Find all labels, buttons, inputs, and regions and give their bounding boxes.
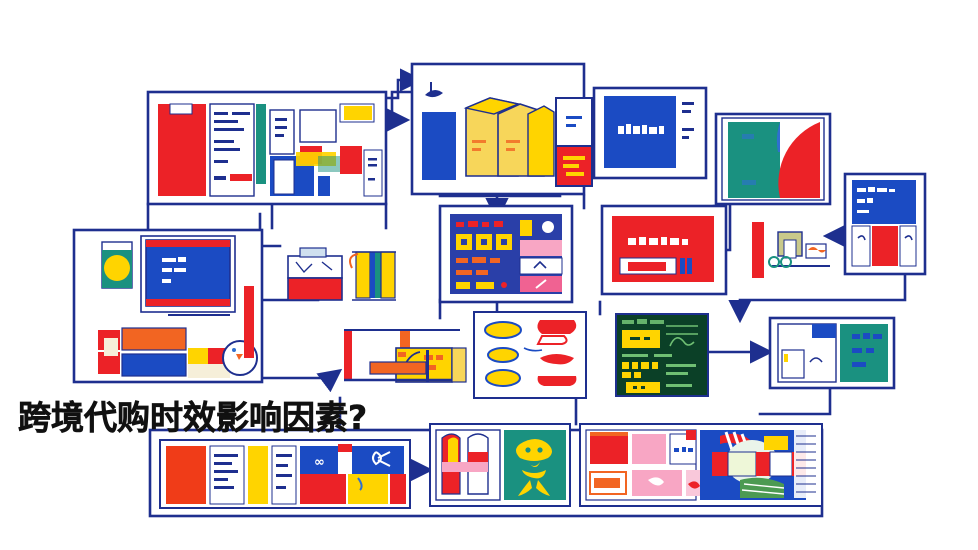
node-tall-blue-label-panel[interactable] [843,172,927,276]
node-blue-card-panel[interactable] [592,86,708,180]
node-red-vertical-bar[interactable] [244,286,254,358]
node-collage-panel[interactable] [579,423,823,507]
svg-text:∞: ∞ [314,455,325,470]
node-teal-label-panel[interactable] [768,316,896,390]
node-small-box-icon[interactable] [287,247,343,301]
node-left-workspace-panel[interactable] [72,228,264,384]
node-boxes-stack-panel[interactable] [410,62,593,196]
node-conveyor-machine-panel[interactable] [344,329,467,383]
node-teal-red-swatch-panel[interactable] [714,112,832,206]
node-organic-shapes-panel[interactable] [473,311,587,399]
node-dark-green-form-panel[interactable] [615,313,709,397]
node-blue-grid-panel[interactable] [438,204,574,304]
node-bottom-strips-panel[interactable]: ∞ [159,439,411,509]
node-red-banner-panel[interactable] [600,204,728,296]
node-teal-figure-panel[interactable] [429,423,571,507]
node-cart-sketch-panel[interactable] [752,222,830,278]
node-top-left-shelf-panel[interactable] [146,90,388,206]
node-striped-bars-icon[interactable] [349,251,396,301]
